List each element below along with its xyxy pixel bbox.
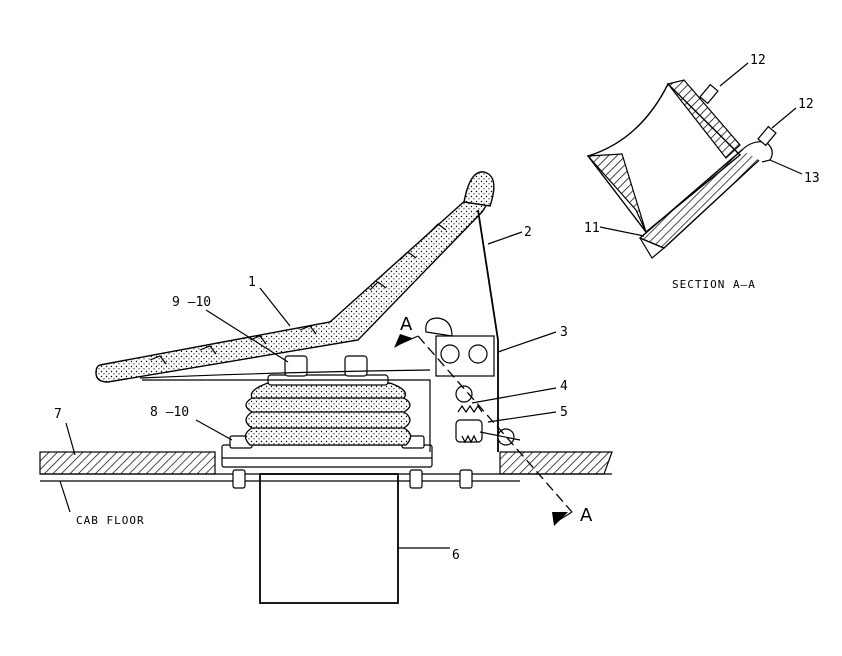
section-mark-bottom: A (580, 505, 593, 526)
callout-4: 4 (560, 379, 568, 394)
callout-6: 6 (452, 548, 460, 563)
section-caption: SECTION A–A (672, 278, 756, 291)
leader-lines (59, 62, 803, 549)
callout-12-lower: 12 (798, 97, 814, 112)
section-mark-top: A (400, 314, 413, 335)
callout-labels: 1 2 3 4 5 6 7 8 –10 9 –10 11 12 12 13 (54, 53, 820, 563)
control-body (259, 473, 399, 604)
section-cut-line: A A (394, 314, 593, 526)
bellows-boot (244, 374, 412, 446)
switch-bracket (425, 317, 495, 377)
callout-5: 5 (560, 405, 568, 420)
callout-12-upper: 12 (750, 53, 766, 68)
callout-7: 7 (54, 407, 62, 422)
pedal-bracket (139, 209, 499, 452)
callout-2: 2 (524, 225, 532, 240)
section-a-a-detail (586, 79, 777, 259)
pedal (95, 171, 495, 383)
cab-floor-label: CAB FLOOR (76, 514, 145, 527)
callout-13: 13 (804, 171, 820, 186)
spring-and-pin (455, 385, 521, 446)
callout-11: 11 (584, 221, 600, 236)
callout-8-10: 8 –10 (150, 405, 189, 420)
mounting-plate (221, 444, 433, 468)
callout-1: 1 (248, 275, 256, 290)
callout-3: 3 (560, 325, 568, 340)
callout-9-10: 9 –10 (172, 295, 211, 310)
